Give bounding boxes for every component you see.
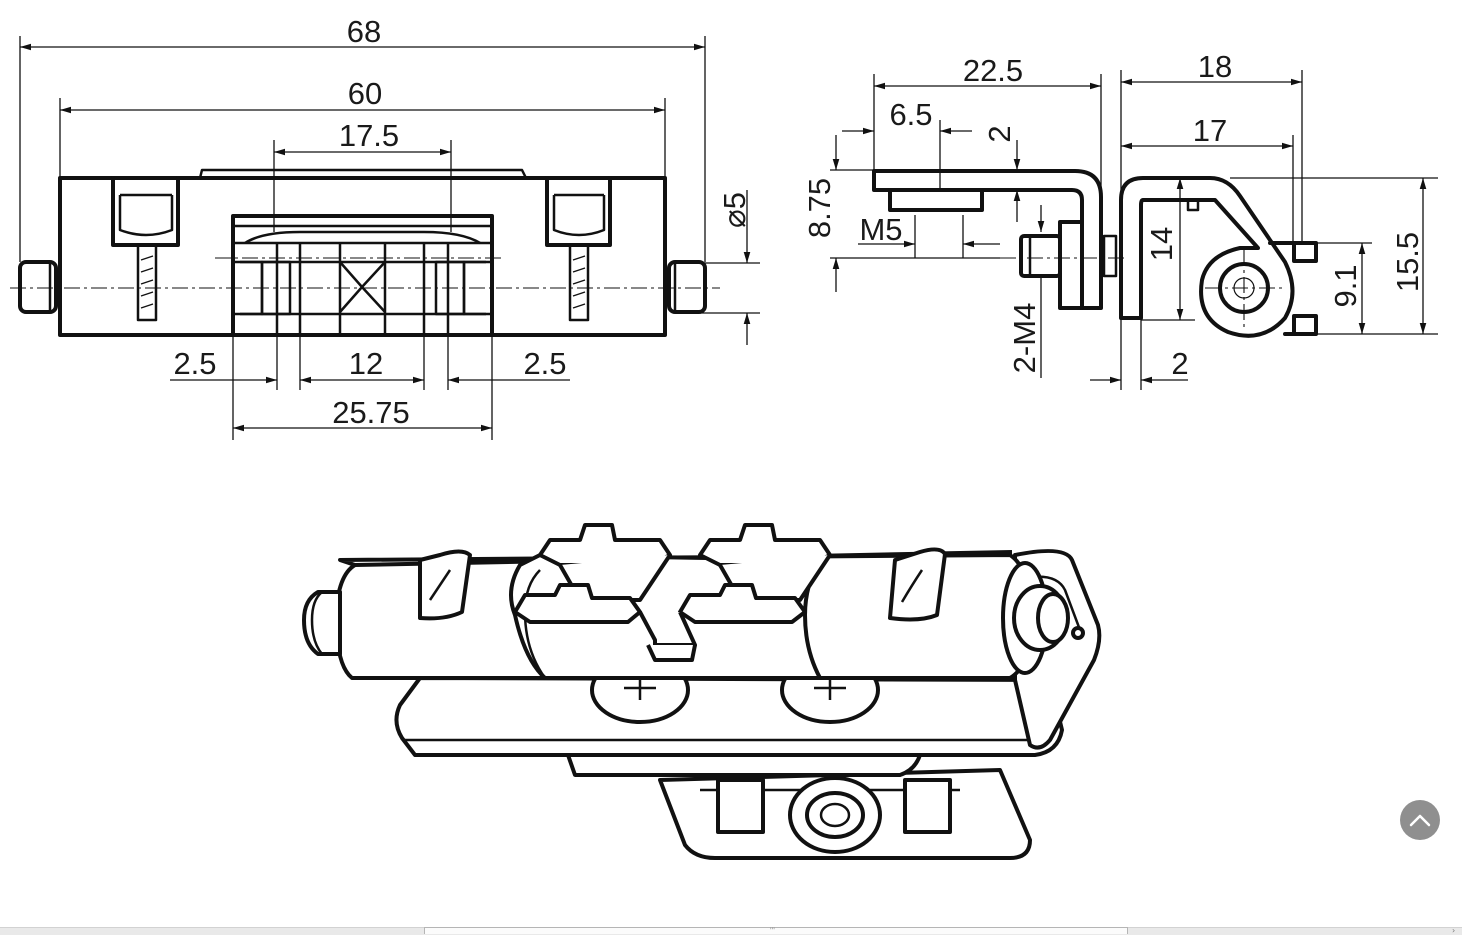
dim-overall-length: 68	[347, 14, 381, 49]
dim-axis-height: 9.1	[1328, 264, 1363, 307]
dim-middle-width: 17.5	[339, 118, 399, 153]
chevron-up-icon	[1409, 814, 1431, 827]
scrollbar-grip: '''	[770, 927, 775, 934]
dim-plate-offset: 6.5	[889, 97, 932, 132]
dim-leaf-height: 8.75	[802, 178, 837, 238]
dim-barrel-depth: 18	[1198, 49, 1232, 84]
dim-screw-label: 2-M4	[1007, 303, 1042, 374]
dim-knuckle-width: 25.75	[332, 395, 410, 430]
dim-left-gap: 2.5	[173, 346, 216, 381]
dim-wall-thickness: 2	[1171, 346, 1188, 381]
isometric-view	[302, 523, 1102, 860]
horizontal-scrollbar-thumb[interactable]	[424, 927, 1128, 934]
dim-total-height: 15.5	[1390, 232, 1425, 292]
dim-vertical-14: 14	[1144, 227, 1179, 261]
dim-leaf-length: 22.5	[963, 53, 1023, 88]
dim-thread: M5	[859, 212, 902, 247]
scrollbar-right-arrow-icon[interactable]: ›	[1452, 926, 1456, 935]
dim-pin-diameter: ⌀5	[717, 192, 752, 228]
side-view: 22.5 6.5 2 M5 8.75 2-M4 18 17 14 2 9.1 1…	[802, 49, 1438, 390]
dim-right-gap: 2.5	[523, 346, 566, 381]
dim-inner-depth: 17	[1193, 113, 1227, 148]
dim-body-length: 60	[348, 76, 382, 111]
front-view: 68 60 17.5 2.5 12 2.5 25.75 ⌀5	[10, 14, 760, 440]
scroll-to-top-button[interactable]	[1400, 800, 1440, 840]
dim-plate-thickness: 2	[982, 125, 1017, 142]
dim-center-width: 12	[349, 346, 383, 381]
